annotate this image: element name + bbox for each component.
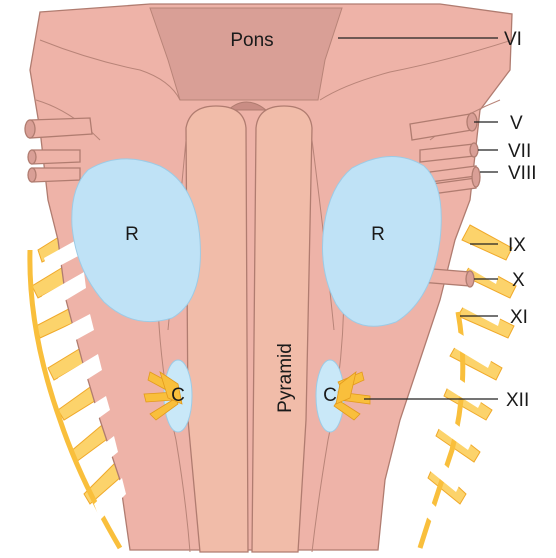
pyramid-label: Pyramid (275, 343, 296, 413)
nerve-label-vii: VII (508, 141, 531, 162)
pons-label: Pons (230, 30, 273, 51)
nerve-label-x: X (512, 270, 525, 291)
r-label-right: R (371, 224, 385, 245)
nerve-label-v: V (510, 113, 523, 134)
nerve-label-ix: IX (508, 235, 526, 256)
r-label-left: R (125, 224, 139, 245)
pons-region (150, 8, 342, 100)
c-label-left: C (171, 385, 185, 406)
nerve-label-xii: XII (506, 390, 529, 411)
nerve-label-xi: XI (510, 307, 528, 328)
left-pyramid (186, 106, 248, 552)
nerve-label-vi: VI (504, 29, 522, 50)
c-label-right: C (323, 385, 337, 406)
nerve-label-viii: VIII (508, 163, 537, 184)
